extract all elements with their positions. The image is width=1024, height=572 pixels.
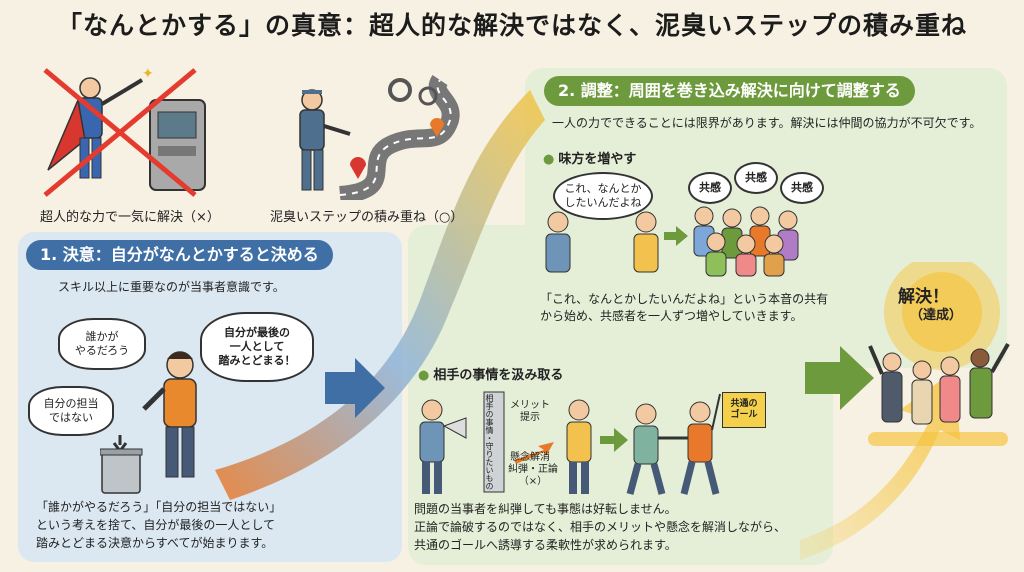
empathy-desc-line1: 問題の当事者を糾弾しても事態は好転しません。 — [414, 502, 677, 516]
negotiation-illustration — [419, 391, 721, 495]
kyokan-bubble-1: 共感 — [688, 172, 732, 204]
arrow-right-icon — [325, 358, 385, 418]
person-determined-illustration — [100, 351, 197, 494]
allies-desc-line1: 「これ、なんとかしたいんだよね」という本音の共有 — [540, 292, 829, 306]
step1-body-line2: という考えを捨て、自分が最後の一人として — [36, 518, 276, 532]
blame-label: 糾弾・正論 （×） — [508, 464, 558, 487]
step1-body-line3: 踏みとどまる決意からすべてが始まります。 — [36, 536, 274, 550]
svg-text:✦: ✦ — [142, 66, 154, 82]
empathy-desc-line3: 共通のゴールへ誘導する柔軟性が求められます。 — [414, 538, 677, 552]
allies-group-illustration — [545, 206, 799, 277]
speech-bubble-last-one: 自分が最後の 一人として 踏みとどまる！ — [200, 312, 314, 382]
allies-desc-line2: から始め、共感者を一人ずつ増やしていきます。 — [540, 309, 803, 323]
thought-bubble-someone: 誰かが やるだろう — [58, 318, 146, 370]
thought-bubble-not-mine: 自分の担当 ではない — [28, 386, 114, 436]
step2-header: 2. 調整：周囲を巻き込み解決に向けて調整する — [544, 76, 915, 106]
speech-bubble-share: これ、なんとか したいんだよね — [553, 172, 653, 220]
empathy-desc-line2: 正論で論破するのではなく、相手のメリットや懸念を解消しながら、 — [414, 520, 787, 534]
worker-road-illustration — [299, 75, 460, 200]
kyokan-bubble-2: 共感 — [734, 162, 778, 194]
step1-header: 1. 決意：自分がなんとかすると決める — [26, 240, 333, 270]
empathy-title: 相手の事情を汲み取る — [418, 364, 563, 383]
kyokan-bubble-3: 共感 — [780, 172, 824, 204]
result-label: 解決！ — [898, 287, 949, 307]
superhero-illustration: ✦ — [43, 66, 206, 197]
arrow-right-icon — [805, 346, 874, 410]
step1-lead: スキル以上に重要なのが当事者意識です。 — [58, 280, 285, 294]
caption-superhuman: 超人的な力で一気に解決（×） — [40, 210, 220, 225]
allies-title: 味方を増やす — [543, 148, 636, 167]
worry-label: 懸念解消 — [510, 452, 550, 463]
step2-lead: 一人の力でできることには限界があります。解決には仲間の協力が不可欠です。 — [552, 116, 982, 130]
page-title: 「なんとかする」の真意：超人的な解決ではなく、泥臭いステップの積み重ね — [56, 11, 967, 40]
result-sub: （達成） — [910, 308, 963, 323]
merit-label: メリット 提示 — [510, 400, 550, 423]
caption-steady-steps: 泥臭いステップの積み重ね（○） — [270, 210, 464, 225]
success-burst-illustration — [868, 262, 1010, 446]
wall-label: 相手の事情・守りたいもの — [485, 394, 494, 490]
step1-body-line1: 「誰かがやるだろう」「自分の担当ではない」 — [36, 500, 282, 514]
common-goal-flag: 共通の ゴール — [722, 392, 766, 428]
